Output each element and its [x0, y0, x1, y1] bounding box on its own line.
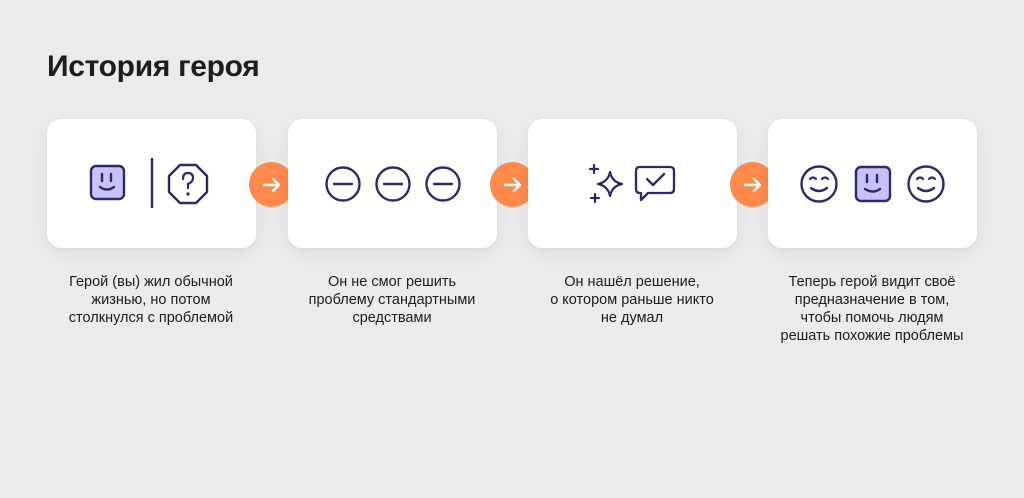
step-caption-2: Он не смог решить проблему стандартными … [308, 274, 476, 326]
hero-face-square-icon [89, 164, 125, 200]
step-card-3 [528, 119, 737, 248]
minus-circle-icon [424, 165, 461, 202]
smile-circle-icon [906, 164, 945, 203]
step-card-2 [288, 119, 497, 248]
step-caption-4: Теперь герой видит своё предназначение в… [780, 274, 964, 344]
chat-check-icon [634, 165, 675, 201]
sparkles-icon [588, 163, 623, 203]
minus-circle-icon [324, 165, 361, 202]
arrow-icon [249, 162, 294, 207]
arrow-icon [490, 162, 535, 207]
step-card-4 [768, 119, 977, 248]
question-octagon-icon [167, 163, 208, 204]
smile-circle-icon [799, 164, 838, 203]
minus-circle-icon [374, 165, 411, 202]
step-card-1 [47, 119, 256, 248]
arrow-icon [730, 162, 775, 207]
step-caption-1: Герой (вы) жил обычной жизнью, но потом … [68, 274, 234, 326]
step-caption-3: Он нашёл решение, о котором раньше никто… [550, 274, 714, 326]
page-title: История героя [47, 50, 260, 83]
hero-face-square-icon [854, 165, 891, 202]
